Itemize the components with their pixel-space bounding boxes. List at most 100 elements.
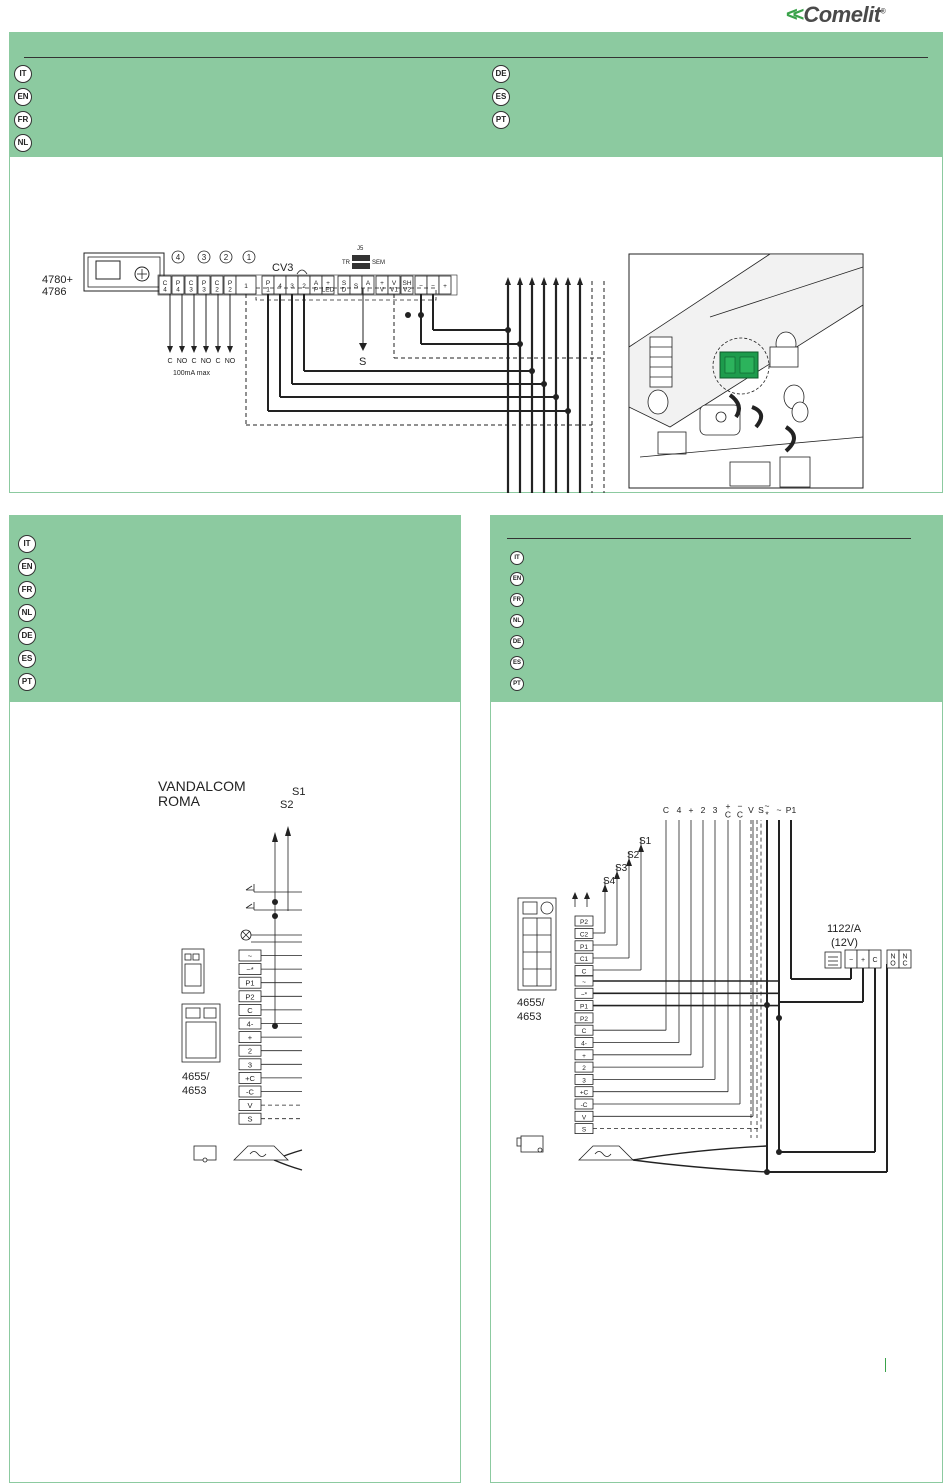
language-row: FR xyxy=(14,108,32,131)
j5-jumper-lower xyxy=(352,263,370,269)
terminal-label: 4 xyxy=(163,286,167,293)
language-row: PT xyxy=(510,673,524,694)
top-terminal-label: ~ xyxy=(777,805,782,815)
terminal xyxy=(574,1086,594,1098)
arrow-head xyxy=(179,346,185,353)
language-badge-icon: PT xyxy=(510,676,524,691)
terminal xyxy=(238,1044,262,1057)
junction-dot xyxy=(553,394,559,400)
arrow-head xyxy=(517,277,523,285)
terminal-label: 3 xyxy=(202,286,206,293)
terminal-label: P xyxy=(228,280,232,287)
psu-icon xyxy=(824,951,842,969)
terminal-label: ~ xyxy=(248,952,253,961)
device-label-1: 4780+ xyxy=(42,274,73,286)
language-badge-icon: FR xyxy=(14,110,32,129)
terminal-label: +C xyxy=(580,1090,589,1097)
terminal-label: C xyxy=(247,1006,253,1015)
terminal-label: C xyxy=(215,280,220,287)
terminal xyxy=(574,965,594,977)
language-badge-icon: ES xyxy=(18,649,36,668)
terminal-label: S xyxy=(342,280,347,287)
language-badge-icon: EN xyxy=(18,557,36,576)
terminal xyxy=(171,275,185,295)
arrow-head xyxy=(272,832,278,842)
arrow-head xyxy=(572,892,578,899)
language-badge-icon: IT xyxy=(18,534,36,553)
language-row: DE xyxy=(18,624,36,647)
terminal xyxy=(238,976,262,989)
terminal-label: ~* xyxy=(246,965,253,974)
psu-terminal-label: − xyxy=(849,957,853,964)
terminal xyxy=(238,1031,262,1044)
top-terminal-label: 3 xyxy=(713,805,718,815)
psu-label-2: (12V) xyxy=(831,937,858,949)
relay-number: 1 xyxy=(247,253,252,262)
relay-number: 3 xyxy=(202,253,207,262)
arrow-head xyxy=(191,346,197,353)
psu-terminal xyxy=(898,949,912,969)
terminal-label: + xyxy=(248,1033,253,1042)
terminal xyxy=(574,940,594,952)
terminal xyxy=(400,275,414,295)
top-terminal-label: 4 xyxy=(677,805,682,815)
language-row: PT xyxy=(18,670,36,693)
language-row: DE xyxy=(492,62,510,85)
terminal xyxy=(184,275,198,295)
terminal-label: + xyxy=(443,283,447,290)
button-contact-a xyxy=(245,884,302,893)
terminal xyxy=(238,949,262,962)
language-row: EN xyxy=(510,568,524,589)
entrance-panel-icon xyxy=(517,897,557,991)
terminal-label: 2 xyxy=(215,286,219,293)
device-label-2: 4786 xyxy=(42,286,66,298)
language-badge-icon: ES xyxy=(510,655,524,670)
lock-icon xyxy=(193,1145,217,1163)
terminal-label: ~ xyxy=(582,979,586,986)
relay-number: 4 xyxy=(176,253,181,262)
language-row: ES xyxy=(18,647,36,670)
junction-dot xyxy=(529,368,535,374)
cable-icon xyxy=(578,1145,634,1161)
psu-terminal-label: C xyxy=(902,961,907,968)
junction-dot xyxy=(764,1002,770,1008)
junction-dot xyxy=(565,408,571,414)
terminal-label: +C xyxy=(245,1074,255,1083)
terminal-label: − xyxy=(419,283,423,290)
relay-output-label: NO xyxy=(177,358,188,365)
terminal-label: 4- xyxy=(581,1041,587,1048)
cable-wire xyxy=(632,1145,768,1173)
sem-label: SEM xyxy=(372,260,385,266)
language-row: ES xyxy=(510,652,524,673)
language-badge-icon: ES xyxy=(492,87,510,106)
terminal-label: P2 xyxy=(580,919,588,926)
language-badge-icon: DE xyxy=(510,634,524,649)
terminal-label: C xyxy=(582,969,587,976)
top-terminal-label: C xyxy=(737,809,743,819)
language-row: ES xyxy=(492,85,510,108)
cv3-label: CV3 xyxy=(272,262,293,274)
terminal xyxy=(574,1000,594,1012)
terminal xyxy=(210,275,224,295)
language-row: IT xyxy=(510,547,524,568)
terminal xyxy=(574,1012,594,1024)
terminal xyxy=(238,990,262,1003)
junction-dot xyxy=(776,1149,782,1155)
j5-label: J5 xyxy=(357,246,364,252)
psu-terminal-label: C xyxy=(872,957,877,964)
language-badge-icon: EN xyxy=(510,571,524,586)
terminal xyxy=(197,275,211,295)
arrow-head xyxy=(227,346,233,353)
terminal-label: 4 xyxy=(278,283,282,290)
language-row: FR xyxy=(510,589,524,610)
terminal-label: C xyxy=(582,1028,587,1035)
terminal-label: − xyxy=(431,283,435,290)
terminal-label: C2 xyxy=(580,931,589,938)
